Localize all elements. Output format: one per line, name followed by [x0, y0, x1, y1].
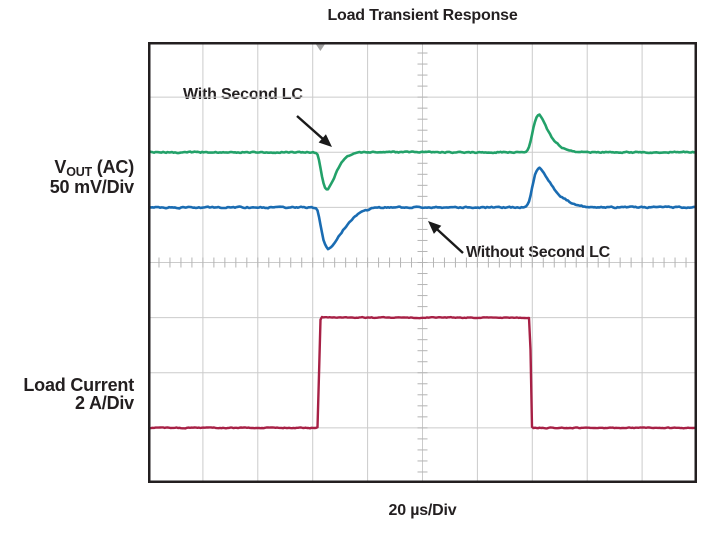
vout-channel-name: VOUT (AC) — [10, 157, 134, 179]
annotation-arrow-line — [433, 225, 464, 254]
vout-channel-label: VOUT (AC) 50 mV/Div — [10, 158, 134, 196]
annotation-with-second-lc: With Second LC — [183, 86, 303, 103]
annotation-arrowhead-icon — [428, 221, 442, 234]
vout-suffix: (AC) — [92, 157, 134, 177]
plot-border — [148, 42, 697, 483]
annotation-arrowhead-icon — [318, 134, 332, 147]
time-scale-label: 20 µs/Div — [388, 502, 457, 519]
annotation-without-second-lc: Without Second LC — [466, 244, 610, 261]
vout-scale-label: 50 mV/Div — [49, 177, 134, 197]
vout-subscript: OUT — [66, 165, 92, 179]
trace-load-current — [148, 315, 697, 430]
trigger-marker-icon — [315, 43, 326, 51]
trace-with-second-lc — [148, 113, 697, 191]
load-current-label: Load Current 2 A/Div — [10, 376, 134, 412]
vout-prefix: V — [54, 157, 67, 177]
load-current-name: Load Current — [23, 375, 134, 395]
oscilloscope-plot — [148, 42, 697, 483]
annotation-arrow-line — [296, 115, 327, 143]
trace-without-second-lc — [148, 166, 697, 251]
load-scale-label: 2 A/Div — [75, 393, 134, 413]
page-title: Load Transient Response — [327, 7, 518, 24]
